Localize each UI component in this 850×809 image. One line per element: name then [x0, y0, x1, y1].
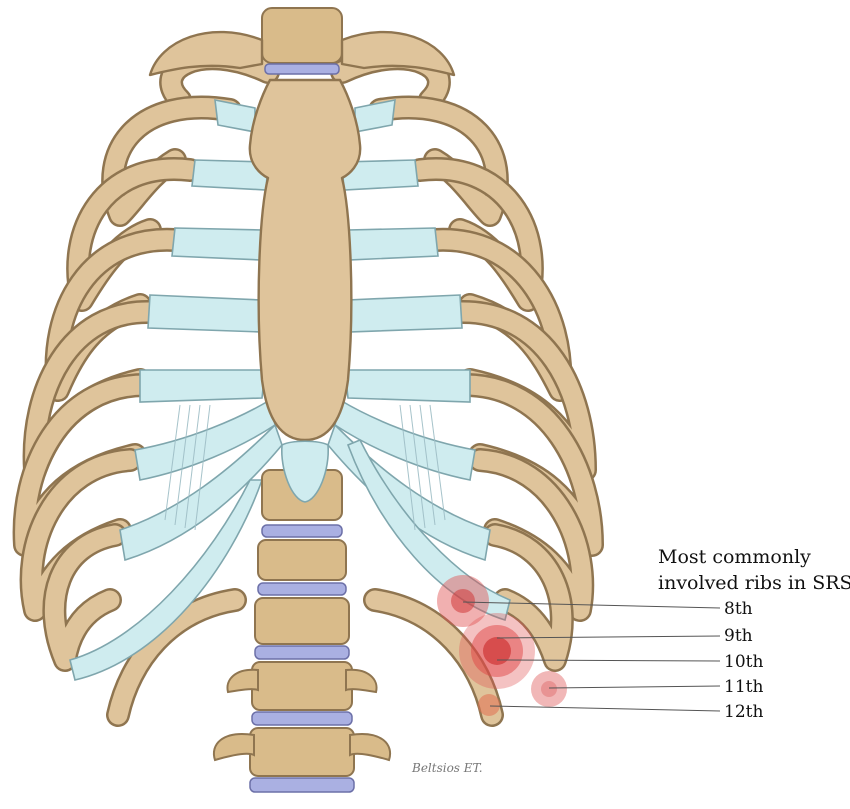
leader-line-11th — [548, 685, 721, 689]
rib-label-8th: 8th — [724, 599, 753, 619]
leader-line-8th — [462, 601, 721, 609]
leader-line-9th — [496, 635, 721, 639]
rib-label-12th: 12th — [724, 702, 763, 722]
sternum — [248, 78, 362, 442]
spine — [212, 7, 392, 793]
rib-label-10th: 10th — [724, 652, 763, 672]
rib-label-9th: 9th — [724, 626, 753, 646]
leader-line-12th — [489, 705, 721, 712]
costal-cartilage-left — [69, 98, 283, 681]
leader-line-10th — [496, 659, 721, 662]
hotspot-12th — [478, 694, 500, 716]
ribs-left — [12, 46, 280, 727]
ligament-fibers — [164, 404, 446, 531]
ribs-right — [330, 46, 604, 727]
rib-label-11th: 11th — [724, 677, 763, 697]
leader-lines — [462, 601, 721, 712]
artist-signature: Beltsios ET. — [411, 761, 483, 775]
costal-cartilage-right — [327, 98, 511, 622]
first-ribs — [148, 30, 456, 77]
annotation-title-line1: Most commonly — [658, 546, 811, 568]
xiphoid-process — [281, 440, 329, 503]
annotation-title-line2: involved ribs in SRS — [658, 572, 850, 594]
